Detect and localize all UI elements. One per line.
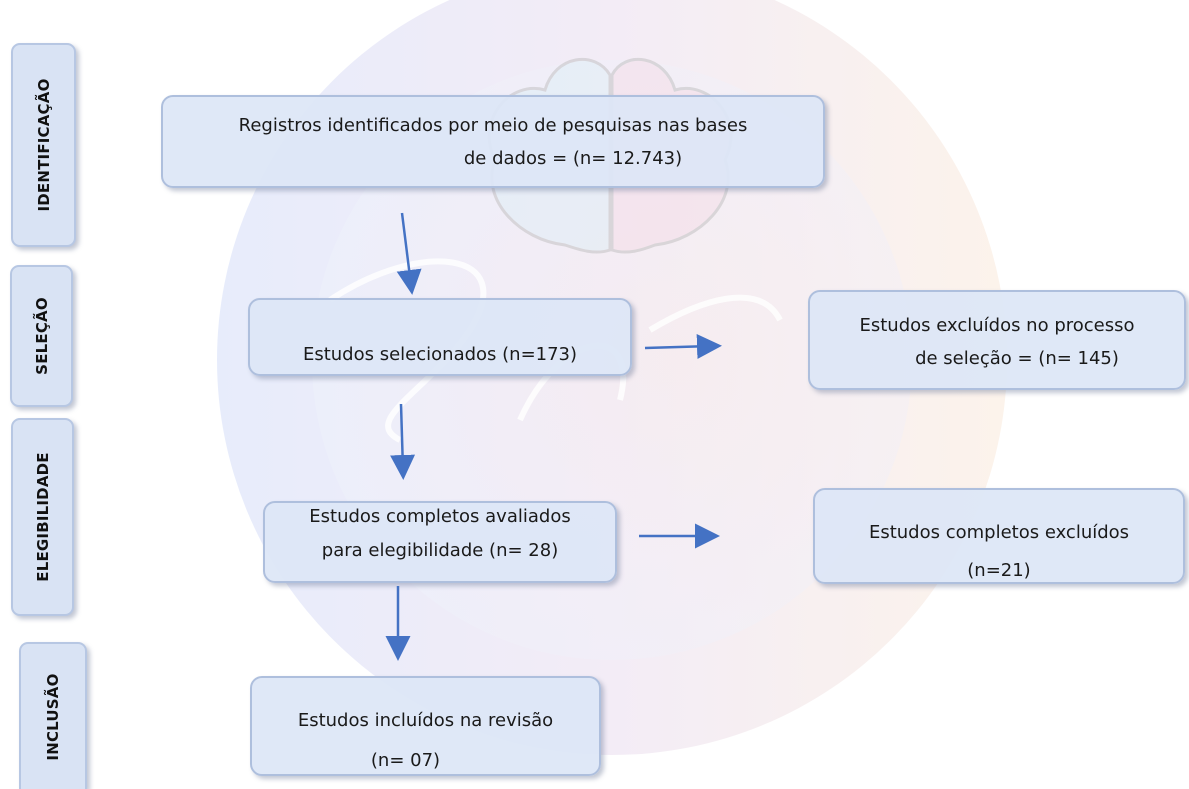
box-excluidos-selecao-line2: de seleção = (n= 145) xyxy=(915,348,1119,369)
stage-label-identificacao: IDENTIFICAÇÃO xyxy=(34,78,53,212)
box-selecionados-line1: Estudos selecionados (n=173) xyxy=(302,344,578,365)
stage-identificacao: IDENTIFICAÇÃO xyxy=(11,43,76,247)
box-incluidos-line2: (n= 07) xyxy=(370,750,441,771)
stage-inclusao: INCLUSÃO xyxy=(19,642,87,789)
box-completos-excluidos-line1: Estudos completos excluídos xyxy=(868,522,1130,543)
box-completos-avaliados-line2: para elegibilidade (n= 28) xyxy=(321,540,559,561)
stage-elegibilidade: ELEGIBILIDADE xyxy=(11,418,74,616)
box-completos-avaliados-line1: Estudos completos avaliados xyxy=(309,506,571,527)
box-incluidos-line1: Estudos incluídos na revisão xyxy=(297,710,554,731)
box-registros-identificados: Registros identificados por meio de pesq… xyxy=(161,95,825,188)
stage-selecao: SELEÇÃO xyxy=(10,265,73,407)
box-completos-excluidos: Estudos completos excluídos (n=21) xyxy=(813,488,1185,584)
box-completos-excluidos-line2: (n=21) xyxy=(967,560,1031,581)
stage-label-elegibilidade: ELEGIBILIDADE xyxy=(33,452,52,582)
box-estudos-selecionados: Estudos selecionados (n=173) xyxy=(248,298,632,376)
box-estudos-incluidos: Estudos incluídos na revisão (n= 07) xyxy=(250,676,601,776)
box-excluidos-selecao: Estudos excluídos no processo de seleção… xyxy=(808,290,1186,390)
box-excluidos-selecao-line1: Estudos excluídos no processo xyxy=(859,315,1135,336)
box-registros-line2: de dados = (n= 12.743) xyxy=(463,148,683,169)
box-registros-line1: Registros identificados por meio de pesq… xyxy=(238,115,748,136)
stage-label-selecao: SELEÇÃO xyxy=(32,297,51,375)
box-completos-avaliados: Estudos completos avaliados para elegibi… xyxy=(263,501,617,583)
stage-label-inclusao: INCLUSÃO xyxy=(44,672,62,761)
